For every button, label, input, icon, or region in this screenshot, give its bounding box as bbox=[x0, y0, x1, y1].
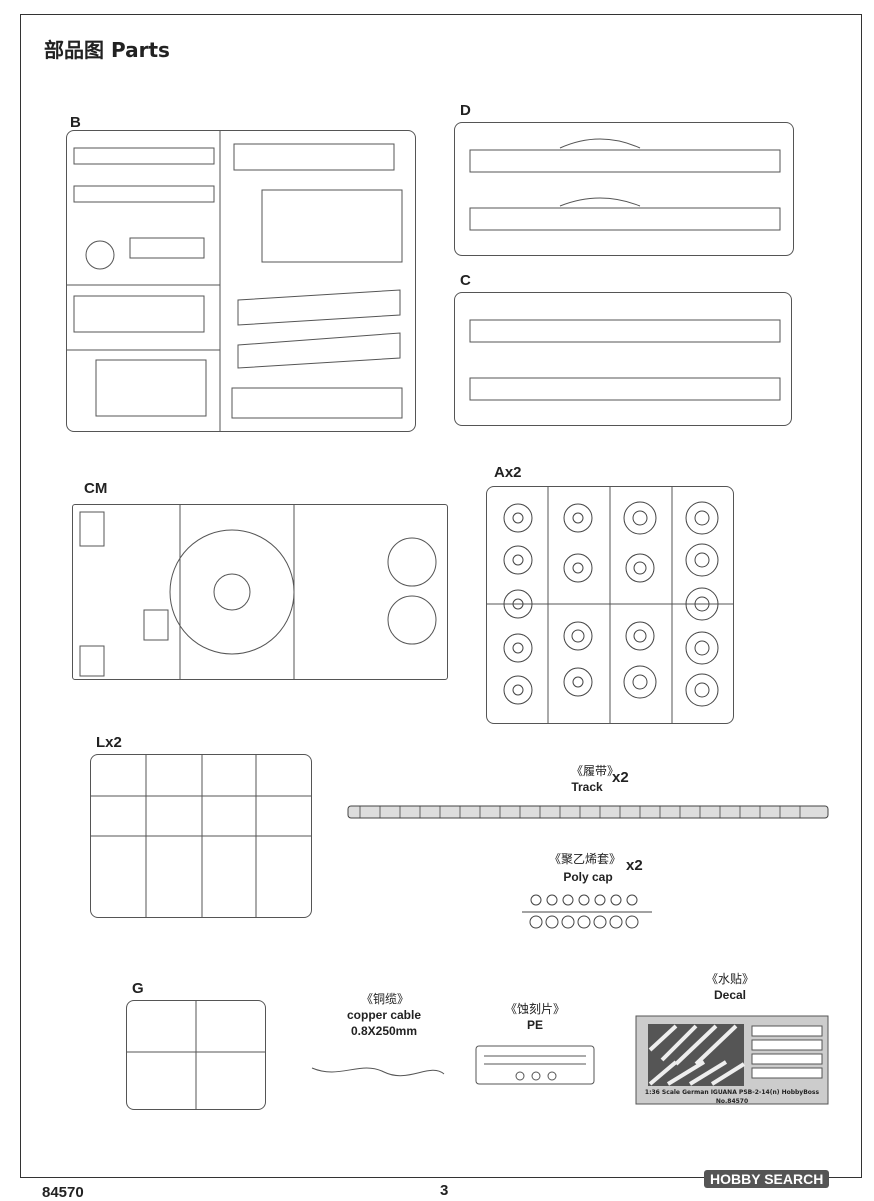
sprue-cm bbox=[72, 504, 448, 680]
sprue-l-label: Lx2 bbox=[96, 734, 122, 751]
sprue-c-label: C bbox=[460, 272, 471, 289]
page-number: 3 bbox=[440, 1182, 449, 1199]
page-title: 部品图 Parts bbox=[44, 38, 170, 62]
decal-cn-label: 《水贴》 bbox=[705, 972, 754, 986]
cable-spec: 0.8X250mm bbox=[350, 1024, 418, 1038]
polycap-cn-label: 《聚乙烯套》 bbox=[548, 852, 621, 866]
sprue-d-label: D bbox=[460, 102, 471, 119]
track-qty: x2 bbox=[612, 769, 629, 786]
sprue-c bbox=[454, 292, 792, 426]
decal-caption: 1:36 Scale German IGUANA PSB-2-14(n) Hob… bbox=[644, 1089, 820, 1105]
sprue-a-label: Ax2 bbox=[494, 464, 522, 481]
page-frame bbox=[20, 14, 862, 1178]
sprue-b bbox=[66, 130, 416, 432]
model-number: 84570 bbox=[42, 1184, 84, 1201]
sprue-g-label: G bbox=[132, 980, 144, 997]
sprue-d bbox=[454, 122, 794, 256]
polycap-en-label: Poly cap bbox=[563, 870, 613, 884]
track-cn-label: 《履带》 bbox=[570, 764, 619, 778]
sprue-cm-label: CM bbox=[84, 480, 108, 497]
polycap-qty: x2 bbox=[626, 857, 643, 874]
watermark: HOBBY SEARCH bbox=[704, 1170, 830, 1188]
track-en-label: Track bbox=[571, 780, 603, 794]
decal-en-label: Decal bbox=[713, 988, 747, 1002]
cable-en-label: copper cable bbox=[346, 1008, 422, 1022]
sprue-b-label: B bbox=[70, 114, 81, 131]
pe-en-label: PE bbox=[526, 1018, 543, 1032]
pe-cn-label: 《蚀刻片》 bbox=[504, 1002, 565, 1016]
cable-cn-label: 《铜缆》 bbox=[360, 992, 409, 1006]
